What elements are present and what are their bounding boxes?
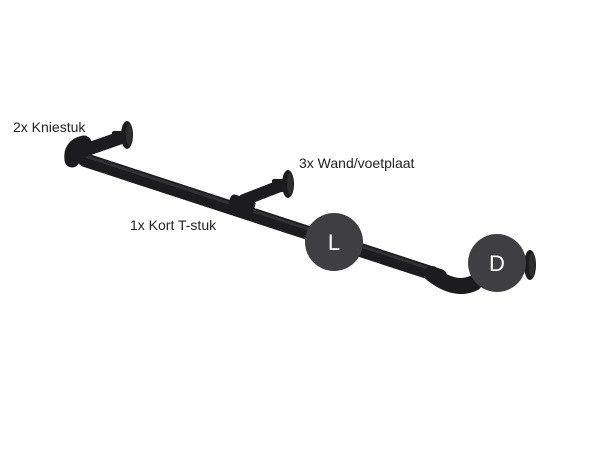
flange-callout: 3x Wand/voetplaat [299, 155, 415, 171]
tee-callout: 1x Kort T-stuk [130, 217, 217, 233]
main-pipe [78, 153, 447, 283]
middle-wall-flange [272, 170, 294, 198]
elbow-callout: 2x Kniestuk [13, 119, 86, 135]
depth-badge-label: D [489, 251, 505, 276]
length-badge-label: L [328, 230, 340, 255]
main-pipe-highlight [83, 154, 442, 274]
left-wall-flange [112, 121, 133, 149]
depth-badge: D [468, 234, 526, 292]
right-wall-flange [524, 250, 536, 280]
length-badge: L [305, 213, 363, 271]
